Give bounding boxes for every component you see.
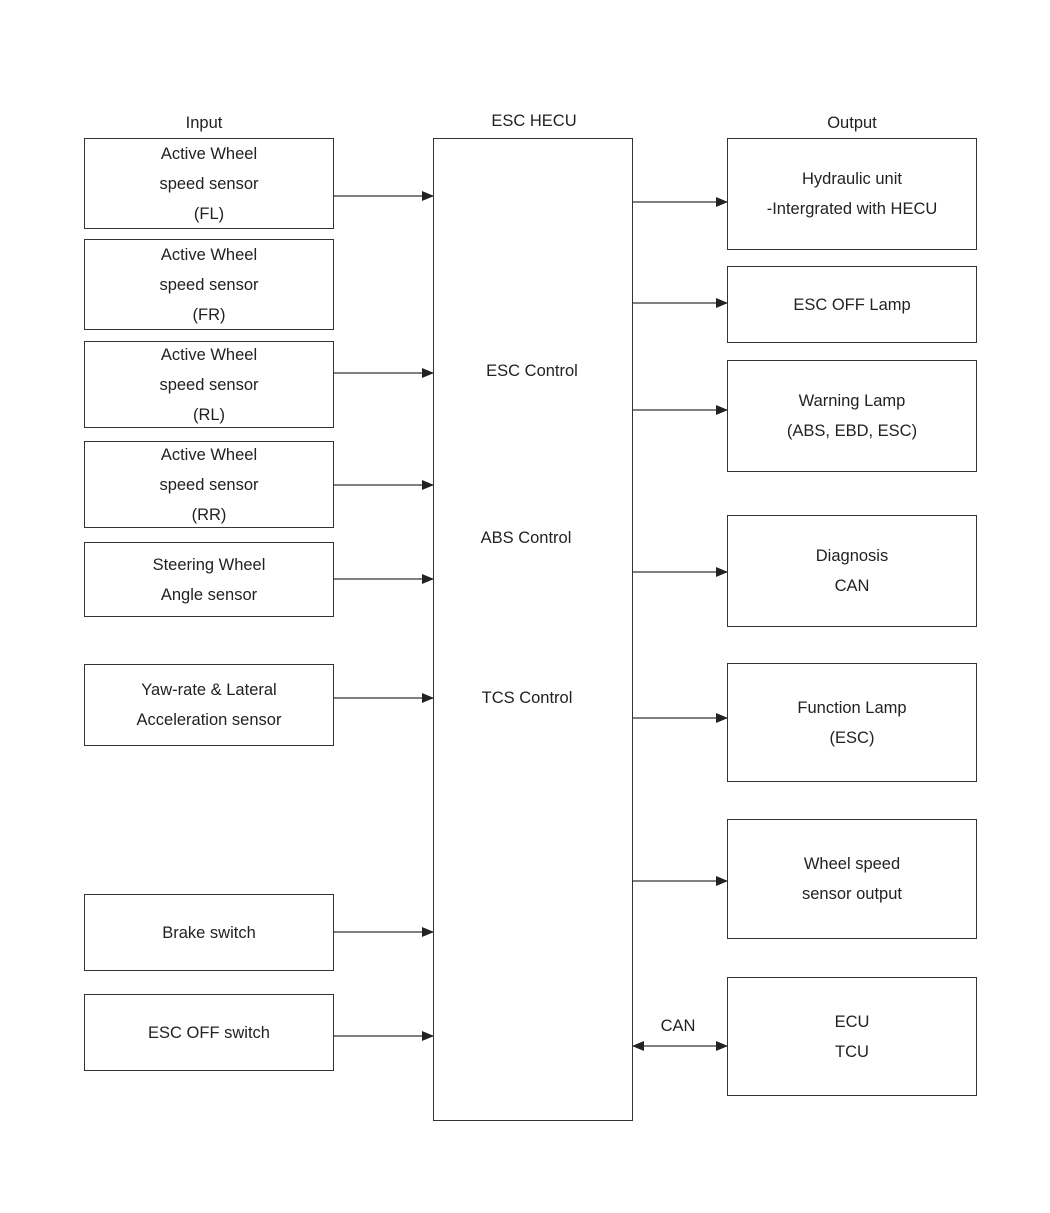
input-box-2-line-2: speed sensor [159,275,259,294]
output-box-2: ESC OFF Lamp [727,266,977,343]
input-box-3-line-3: (RL) [192,405,226,424]
input-box-4-line-2: speed sensor [159,475,259,494]
input-box-1-line-1: Active Wheel [160,144,258,163]
output-box-1-line-2: -Intergrated with HECU [766,200,938,218]
output-box-6-line-2: sensor output [802,885,902,903]
output-heading: Output [827,114,877,132]
input-box-1: Active Wheel speed sensor (FL) [84,138,334,229]
input-box-7: Brake switch [84,894,334,971]
input-heading: Input [185,114,223,132]
tcs-control-label: TCS Control [481,689,573,707]
output-box-4-line-1: Diagnosis [815,547,889,565]
output-box-5-line-1: Function Lamp [797,698,907,717]
output-box-6-line-1: Wheel speed [803,855,901,873]
input-box-4: Active Wheel speed sensor (RR) [84,441,334,528]
input-box-1-line-3: (FL) [193,204,225,223]
output-box-5-line-2: (ESC) [829,728,875,747]
output-box-1: Hydraulic unit -Intergrated with HECU [727,138,977,250]
output-box-7-line-2: TCU [835,1042,869,1061]
input-box-8-line-1: ESC OFF switch [148,1023,270,1042]
output-box-5: Function Lamp (ESC) [727,663,977,782]
esc-hecu-box [433,138,633,1121]
input-box-2-line-1: Active Wheel [160,245,258,264]
input-box-6-line-1: Yaw-rate & Lateral [141,681,277,699]
output-box-1-line-1: Hydraulic unit [802,170,902,188]
input-box-5-line-1: Steering Wheel [152,555,266,574]
input-box-4-line-3: (RR) [191,505,227,524]
output-box-7: ECU TCU [727,977,977,1096]
can-link-label: CAN [660,1017,696,1035]
input-box-2-line-3: (FR) [192,305,226,324]
abs-control-label: ABS Control [480,529,572,547]
output-box-3-line-1: Warning Lamp [798,392,906,410]
esc-control-label: ESC Control [486,362,578,380]
input-box-2: Active Wheel speed sensor (FR) [84,239,334,330]
input-box-8: ESC OFF switch [84,994,334,1071]
input-box-3-line-1: Active Wheel [160,345,258,364]
output-box-3: Warning Lamp (ABS, EBD, ESC) [727,360,977,472]
input-box-4-line-1: Active Wheel [160,445,258,464]
output-box-6: Wheel speed sensor output [727,819,977,939]
input-box-3: Active Wheel speed sensor (RL) [84,341,334,428]
input-box-5-line-2: Angle sensor [160,585,258,604]
input-box-1-line-2: speed sensor [159,174,259,193]
output-box-3-line-2: (ABS, EBD, ESC) [786,422,918,440]
output-box-4-line-2: CAN [834,577,870,595]
input-box-3-line-2: speed sensor [159,375,259,394]
hecu-heading: ESC HECU [491,112,577,130]
input-box-6-line-2: Acceleration sensor [136,711,282,729]
input-box-7-line-1: Brake switch [162,923,256,942]
output-box-7-line-1: ECU [834,1012,870,1031]
output-box-2-line-1: ESC OFF Lamp [793,295,911,314]
